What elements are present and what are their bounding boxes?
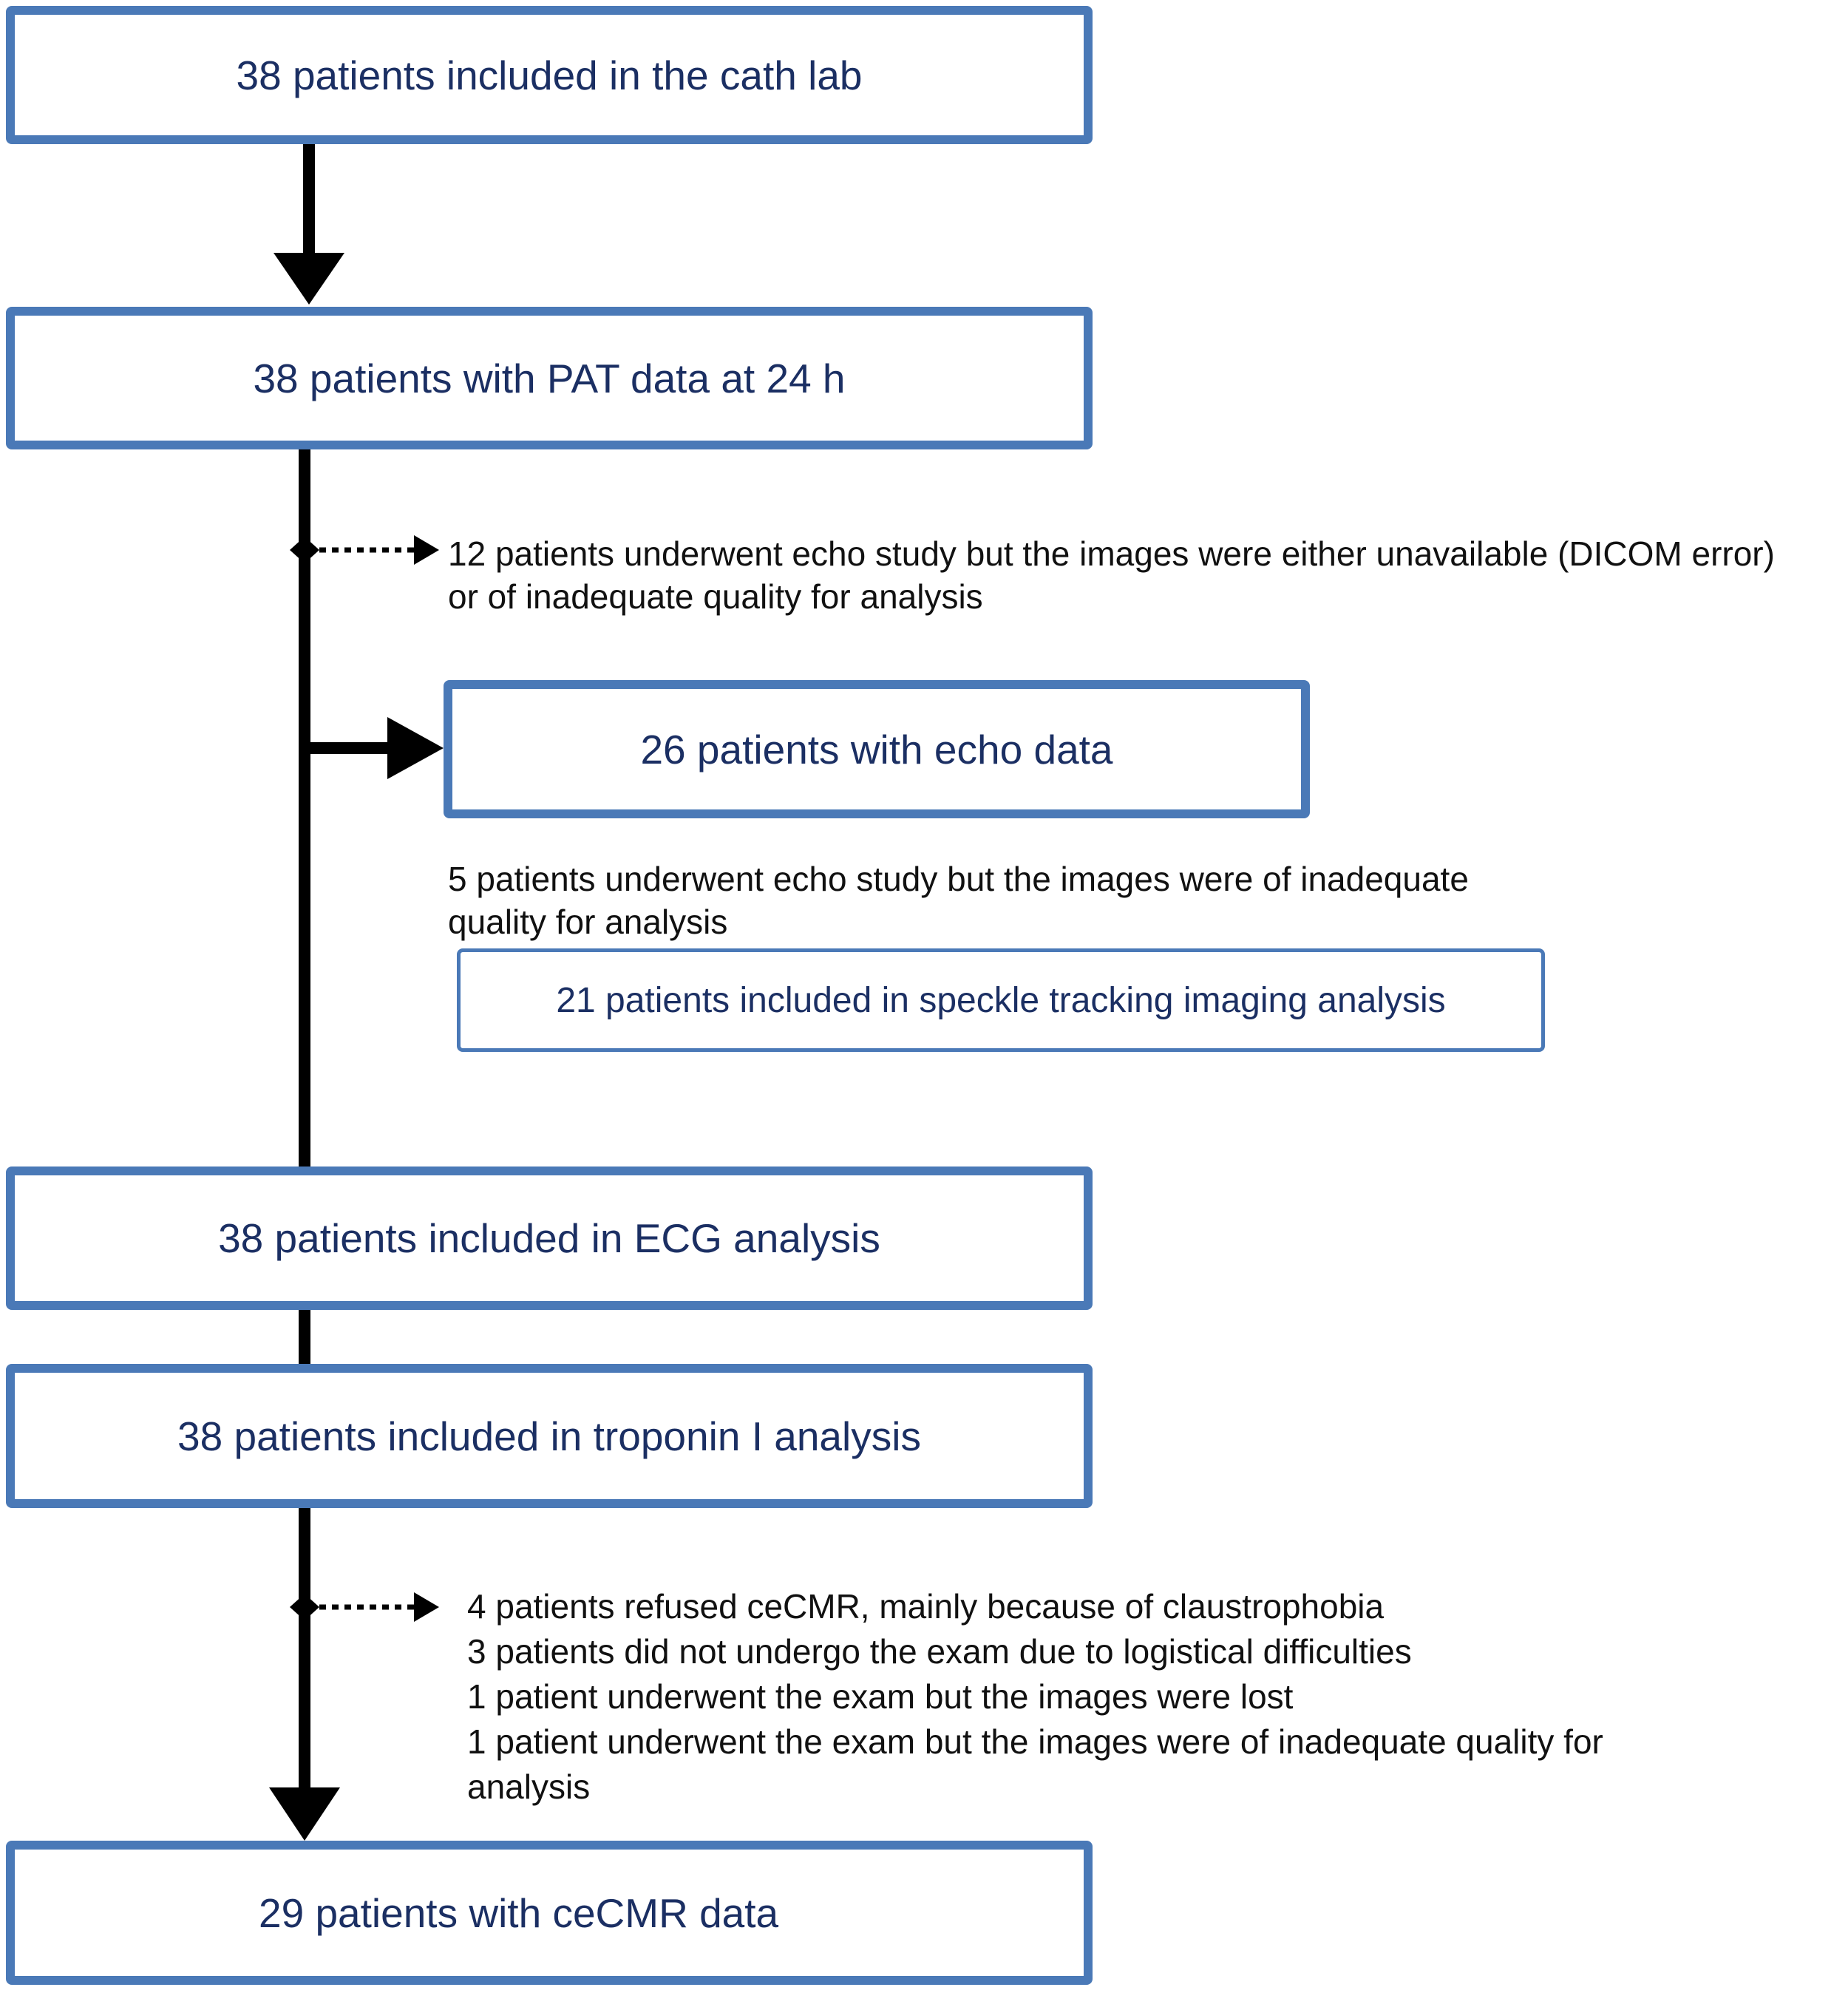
branch-diamond-cmr xyxy=(290,1594,319,1620)
pat-data-box: 38 patients with PAT data at 24 h xyxy=(6,307,1093,449)
note-line: quality for analysis xyxy=(448,903,728,941)
speckle-tracking-box: 21 patients included in speckle tracking… xyxy=(457,948,1545,1052)
cecmr-data-box: 29 patients with ceCMR data xyxy=(6,1841,1093,1985)
note-line: 4 patients refused ceCMR, mainly because… xyxy=(467,1587,1385,1626)
dotted-arrowhead-echo xyxy=(414,535,439,565)
echo-data-box: 26 patients with echo data xyxy=(444,680,1310,818)
dotted-arrowhead-cmr xyxy=(414,1592,439,1622)
note-line: or of inadequate quality for analysis xyxy=(448,577,983,616)
arrowhead-to-cecmr xyxy=(269,1787,340,1841)
note-line: 1 patient underwent the exam but the ima… xyxy=(467,1677,1294,1716)
note-line: 3 patients did not undergo the exam due … xyxy=(467,1632,1412,1671)
note-line: 1 patient underwent the exam but the ima… xyxy=(467,1722,1603,1761)
speckle-exclusion-note: 5 patients underwent echo study but the … xyxy=(448,858,1469,943)
cath-lab-box: 38 patients included in the cath lab xyxy=(6,6,1093,144)
branch-diamond-echo xyxy=(290,537,319,563)
note-line: analysis xyxy=(467,1767,591,1806)
arrowhead-to-pat xyxy=(274,253,344,305)
ecg-analysis-box: 38 patients included in ECG analysis xyxy=(6,1167,1093,1310)
arrowhead-to-echo xyxy=(387,717,444,779)
troponin-analysis-box: 38 patients included in troponin I analy… xyxy=(6,1364,1093,1508)
cmr-exclusion-note: 4 patients refused ceCMR, mainly because… xyxy=(467,1584,1603,1810)
note-line: 5 patients underwent echo study but the … xyxy=(448,860,1469,898)
note-line: 12 patients underwent echo study but the… xyxy=(448,534,1775,573)
echo-exclusion-note: 12 patients underwent echo study but the… xyxy=(448,532,1775,618)
